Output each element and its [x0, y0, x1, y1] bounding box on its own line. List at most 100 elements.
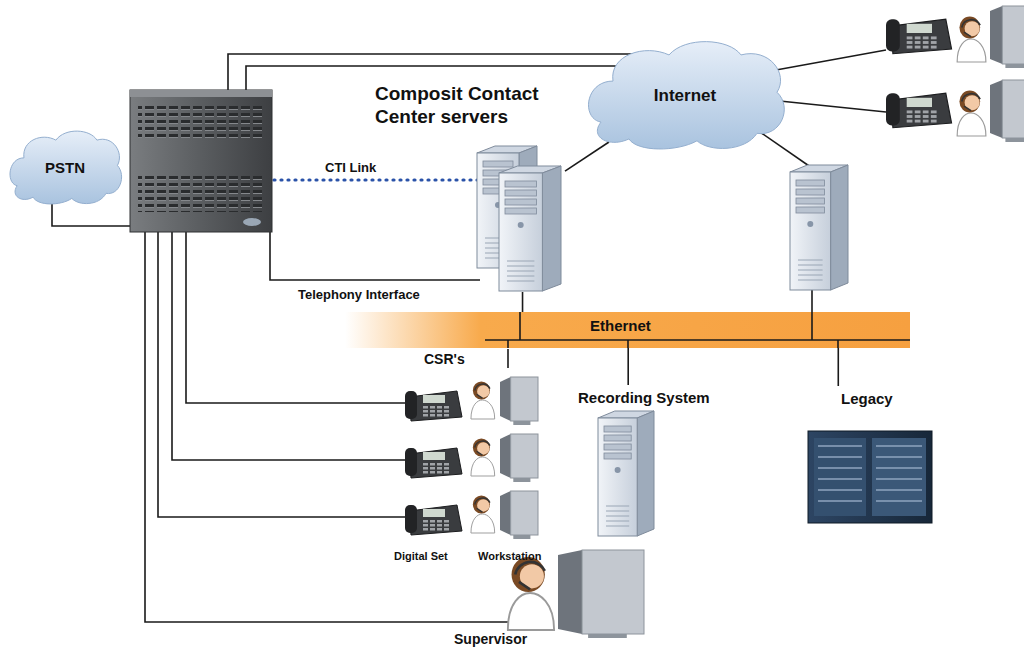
- phone-key: [444, 414, 449, 417]
- agent-body: [508, 593, 554, 630]
- agent-headset: [962, 94, 980, 111]
- monitor-stand: [1005, 64, 1024, 68]
- mainframe-slot: [818, 456, 862, 458]
- server-group: Composit Contact Center servers: [372, 80, 565, 292]
- phone-key: [437, 471, 442, 474]
- digital-phone: [405, 391, 462, 421]
- agent-body: [957, 39, 986, 62]
- drive-bay: [796, 180, 825, 186]
- monitor-edge: [500, 434, 511, 478]
- power-button: [807, 221, 813, 227]
- mainframe-slot: [818, 500, 862, 502]
- vent-line: [606, 516, 629, 517]
- link-label: Telephony Interface: [298, 287, 420, 302]
- server-tower: [790, 165, 848, 290]
- phone-key: [430, 467, 435, 470]
- node-title: Internet: [654, 86, 716, 106]
- phone-key: [915, 46, 921, 49]
- phone-key: [931, 120, 937, 123]
- phone-key: [915, 41, 921, 44]
- phone-key: [437, 414, 442, 417]
- network-link: [837, 348, 839, 386]
- drive-bay: [505, 190, 536, 196]
- phone-key: [437, 467, 442, 470]
- cti-link-line: [274, 178, 478, 181]
- pbx-vents: [138, 176, 264, 212]
- agent-body: [957, 113, 986, 136]
- digital-phone: [405, 505, 462, 535]
- workstation-monitor: [500, 491, 538, 539]
- pbx-logo: [243, 218, 261, 226]
- agent-headset: [475, 498, 490, 512]
- monitor-stand: [513, 478, 530, 482]
- wire-line: [811, 290, 813, 312]
- phone-display: [907, 98, 932, 107]
- phone-key: [444, 406, 449, 409]
- monitor-stand: [1005, 138, 1024, 142]
- phone-key: [444, 471, 449, 474]
- agent-headset: [515, 562, 545, 589]
- bus-tap: [519, 312, 521, 340]
- pbx-cabinet: [130, 90, 272, 232]
- vent-line: [507, 281, 534, 282]
- drive-bay: [796, 207, 825, 213]
- vent-line: [798, 260, 823, 261]
- vent-line: [798, 270, 823, 271]
- agent-figure: [471, 438, 495, 476]
- mainframe-slot: [818, 467, 862, 469]
- digital-phone: [886, 19, 952, 54]
- drive-bay: [796, 189, 825, 195]
- server-unit: Legacy: [805, 386, 933, 524]
- monitor-stand: [513, 535, 530, 539]
- vent-line: [507, 271, 534, 272]
- phone-handset: [405, 505, 417, 533]
- mainframe-slot: [818, 489, 862, 491]
- wire-line: [158, 232, 405, 517]
- monitor-back: [511, 377, 538, 421]
- mainframe-slot: [876, 489, 922, 491]
- pbx-body: [130, 90, 272, 232]
- agent-body: [471, 514, 495, 533]
- phone-handset: [405, 448, 417, 476]
- monitor-edge: [500, 491, 511, 535]
- mainframe-body: [808, 431, 932, 523]
- workstation-monitor: [500, 377, 538, 425]
- supervisor-station: Supervisor: [450, 548, 650, 650]
- network-link: [627, 348, 629, 385]
- bus-tap: [837, 340, 839, 348]
- phone-key: [430, 463, 435, 466]
- phone-key: [423, 410, 428, 413]
- phone-display: [423, 452, 445, 460]
- device-label: Digital Set: [394, 550, 448, 562]
- drive-bay: [604, 426, 631, 432]
- phone-key: [907, 46, 913, 49]
- node-title: Ethernet: [590, 317, 651, 335]
- mainframe-slot: [876, 456, 922, 458]
- device-label: Workstation: [478, 550, 541, 562]
- pbx-top: [130, 90, 272, 97]
- group-label: CSR's: [424, 351, 465, 367]
- phone-key: [437, 410, 442, 413]
- bus-tap: [627, 340, 629, 348]
- link-label: CTI Link: [325, 160, 376, 175]
- phone-key: [423, 520, 428, 523]
- agent-body: [471, 400, 495, 419]
- network-cloud: Internet: [585, 40, 785, 152]
- drive-bay: [604, 453, 631, 459]
- phone-key: [907, 115, 913, 118]
- network-link: [565, 142, 609, 171]
- phone-handset: [405, 391, 417, 419]
- bus-tap: [811, 312, 813, 340]
- workstation-monitor: [990, 6, 1024, 68]
- drive-bay: [505, 181, 536, 187]
- phone-key: [931, 41, 937, 44]
- phone-key: [444, 520, 449, 523]
- phone-key: [423, 528, 428, 531]
- mainframe-slot: [876, 445, 922, 447]
- phone-key: [907, 36, 913, 39]
- mainframe-slot: [876, 500, 922, 502]
- digital-phone: [886, 93, 952, 128]
- phone-key: [907, 41, 913, 44]
- server-side: [831, 165, 848, 290]
- mainframe-panel: [814, 438, 866, 516]
